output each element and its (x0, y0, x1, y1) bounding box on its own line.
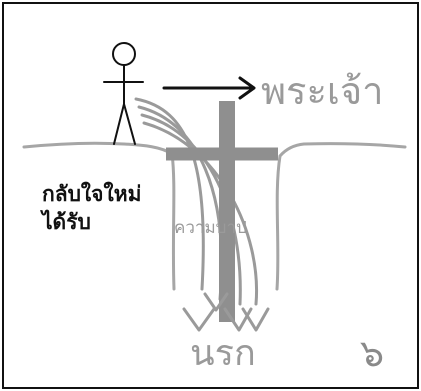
right-cliff (275, 142, 407, 291)
repent-label: กลับใจใหม่ (42, 182, 142, 206)
cross-icon (166, 101, 278, 322)
god-label: พระเจ้า (261, 69, 384, 113)
page-number: ๖ (360, 331, 385, 375)
sin-label: ความบาป (174, 218, 247, 238)
stick-figure-icon (103, 42, 144, 145)
arrow-right-icon (162, 76, 256, 100)
hell-label: นรก (190, 333, 256, 374)
left-cliff (22, 141, 176, 291)
bridge-illustration (22, 42, 407, 332)
receive-label: ได้รับ (42, 210, 91, 234)
arrow-down-icon (182, 292, 270, 332)
falling-paths (134, 97, 259, 306)
